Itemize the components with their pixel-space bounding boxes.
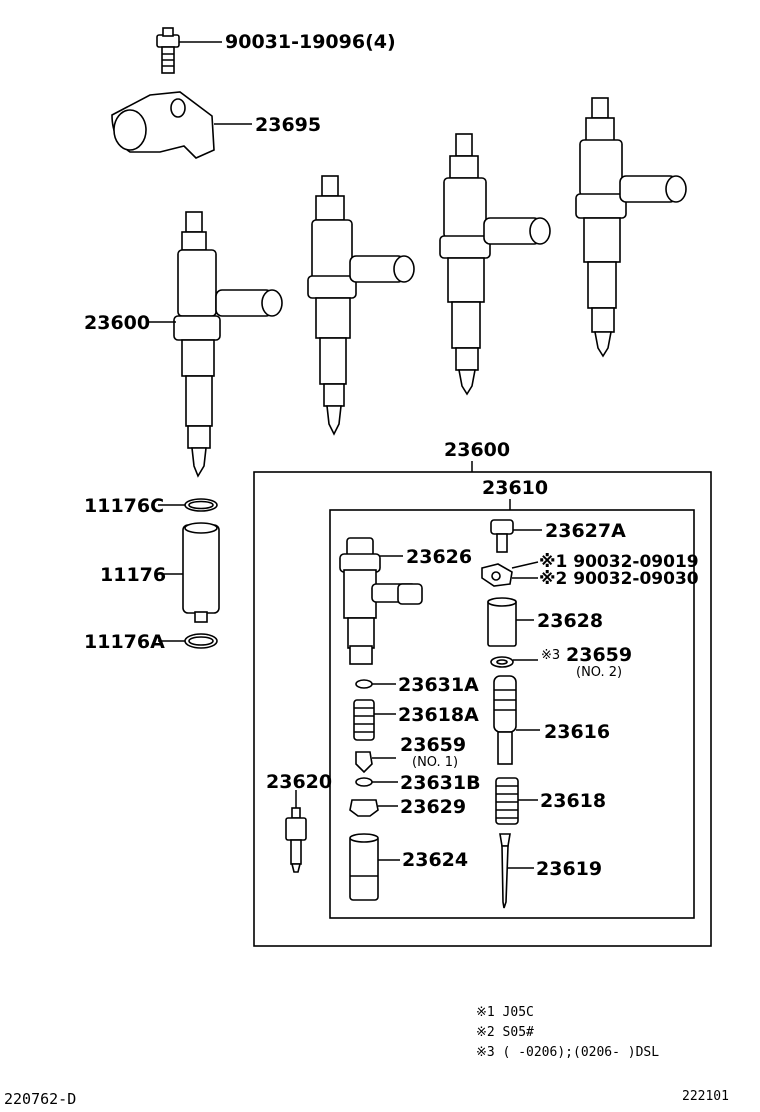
rod-label: 23616 [544, 721, 610, 743]
pin-drawing [499, 833, 534, 909]
shim-2-drawing [490, 656, 538, 668]
note-3: ※3 ( -0206);(0206- )DSL [476, 1045, 659, 1060]
rod-drawing [493, 675, 540, 765]
spring-label: 23618 [540, 790, 606, 812]
shim-2-mark: ※3 [541, 648, 560, 663]
injector-3-drawing [439, 133, 551, 396]
seat-drawing [349, 799, 398, 817]
sleeve-drawing [158, 522, 220, 623]
washer-2-label: ※2 90032-09030 [539, 569, 699, 589]
clamp-label: 23695 [255, 114, 321, 136]
washer-drawing [481, 561, 539, 587]
footer-left-code: 220762-D [4, 1090, 76, 1108]
shim-1-note: (NO. 1) [412, 755, 458, 770]
gasket-a-drawing [158, 633, 218, 649]
nozzle-label: 23620 [266, 771, 332, 793]
gasket-c-drawing [158, 498, 218, 512]
spring-drawing [495, 777, 538, 825]
shim-b-drawing [355, 777, 398, 787]
kit-header-label: 23600 [444, 439, 510, 461]
holder-kit-label: 23610 [482, 477, 548, 499]
shim-1-drawing [355, 751, 396, 774]
kit-outer-box [253, 471, 712, 947]
injector-1-drawing [148, 211, 283, 478]
note-2: ※2 S05# [476, 1025, 534, 1040]
bolt-drawing [156, 27, 222, 74]
spring-a-drawing [353, 699, 396, 741]
bolt-label: 90031-19096(4) [225, 31, 396, 53]
pin-label: 23619 [536, 858, 602, 880]
shim-2-label: 23659 [566, 644, 632, 666]
fitting-label: 23627A [545, 520, 626, 542]
seat-label: 23629 [400, 796, 466, 818]
sleeve-label: 11176 [100, 564, 166, 586]
injector-assy-label: 23600 [84, 312, 150, 334]
nut-label: 23628 [537, 610, 603, 632]
shim-a-drawing [355, 679, 396, 689]
shim-1-label: 23659 [400, 734, 466, 756]
kit-inner-box [329, 509, 695, 919]
nozzle-drawing [285, 790, 307, 873]
shim-a-label: 23631A [398, 674, 479, 696]
gasket-c-label: 11176C [84, 495, 164, 517]
fitting-drawing [490, 519, 542, 553]
gasket-a-label: 11176A [84, 631, 165, 653]
retaining-nut-label: 23624 [402, 849, 468, 871]
nut-drawing [487, 597, 534, 647]
shim-2-note: (NO. 2) [576, 665, 622, 680]
injector-2-drawing [307, 175, 415, 436]
retaining-nut-drawing [349, 833, 400, 901]
body-drawing [339, 537, 423, 665]
body-label: 23626 [406, 546, 472, 568]
washer-1-label: ※1 90032-09019 [539, 552, 699, 572]
clamp-drawing [111, 91, 252, 159]
injector-4-drawing [575, 97, 687, 358]
footer-right-code: 222101 [682, 1089, 729, 1104]
shim-b-label: 23631B [400, 772, 481, 794]
spring-a-label: 23618A [398, 704, 479, 726]
note-1: ※1 J05C [476, 1005, 534, 1020]
